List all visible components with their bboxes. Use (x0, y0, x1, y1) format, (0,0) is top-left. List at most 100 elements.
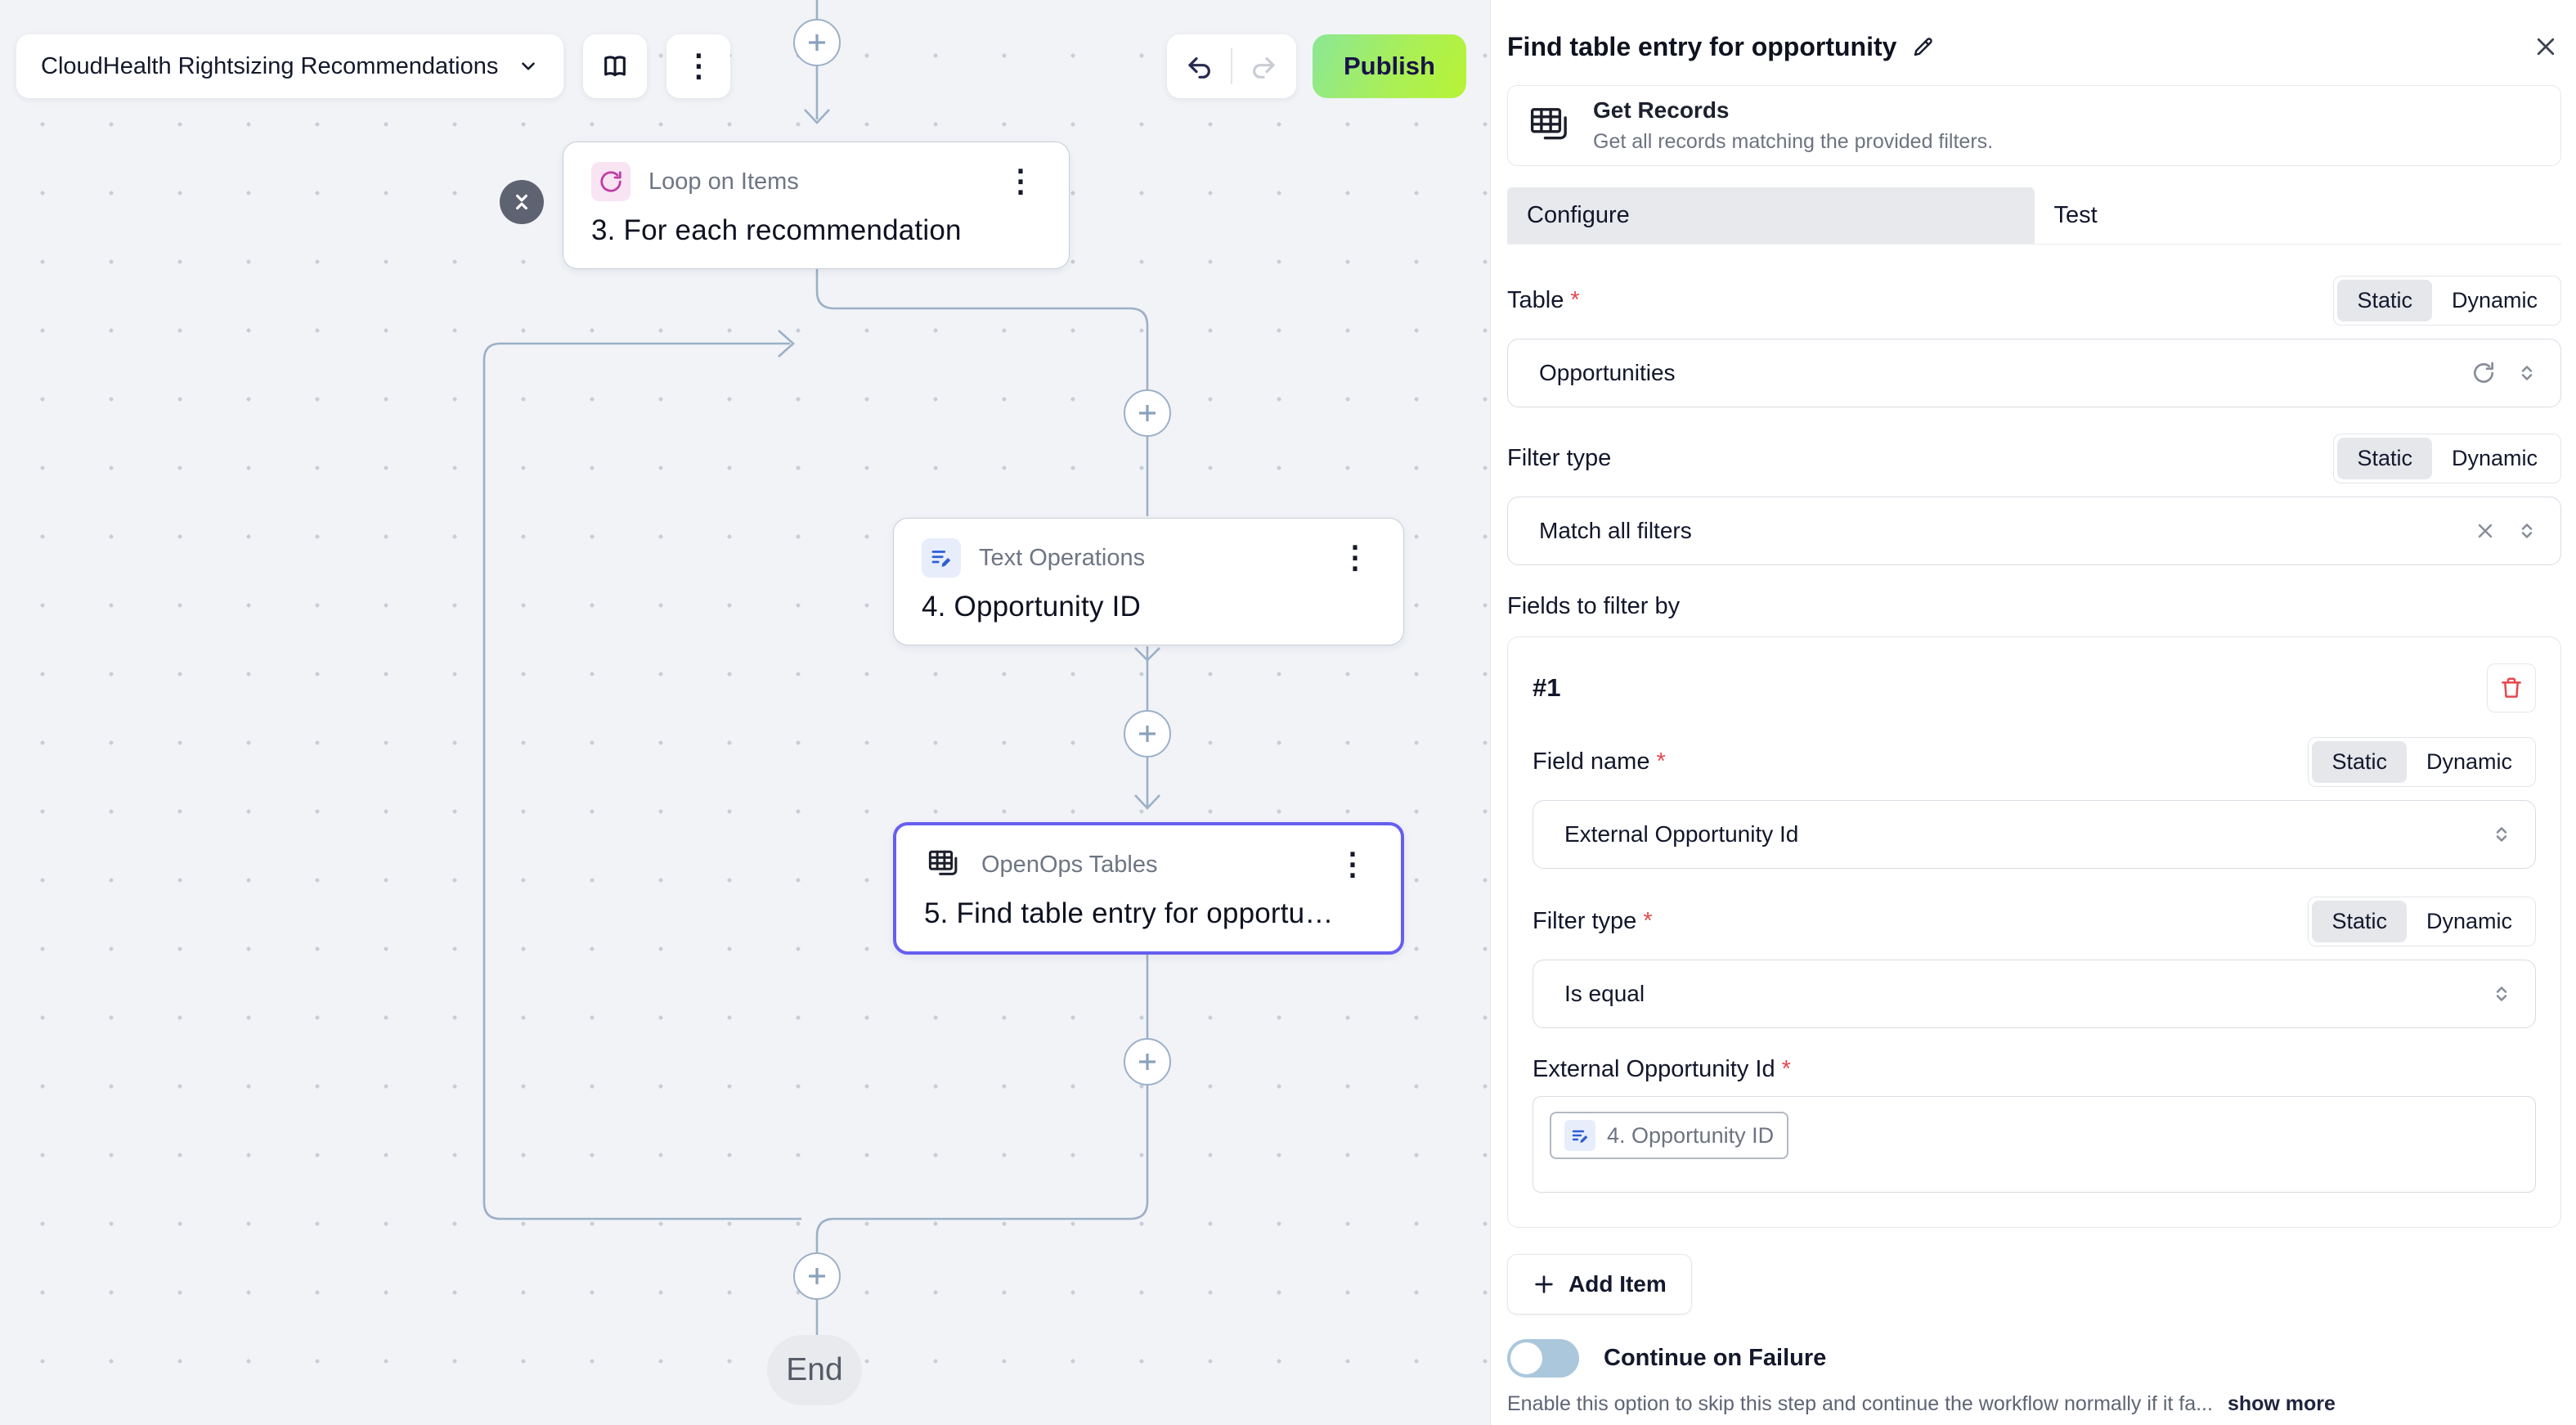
field-name-select[interactable]: External Opportunity Id (1533, 800, 2536, 869)
close-icon (2537, 38, 2555, 56)
continue-on-failure-description: Enable this option to skip this step and… (1507, 1392, 2336, 1415)
loop-icon (591, 162, 631, 201)
collapse-loop-button[interactable] (500, 180, 544, 224)
rename-step-button[interactable] (1911, 34, 1936, 59)
redo-button[interactable] (1232, 34, 1295, 98)
add-step-button[interactable] (1124, 1038, 1171, 1086)
node-openops-tables[interactable]: OpenOps Tables ⋮ 5. Find table entry for… (893, 822, 1404, 955)
pencil-icon (1914, 38, 1933, 56)
node-menu-button[interactable]: ⋮ (1340, 541, 1371, 575)
publish-button[interactable]: Publish (1313, 34, 1466, 98)
action-name: Get Records (1593, 97, 1730, 123)
plus-icon (1535, 1275, 1553, 1293)
node-text-operations[interactable]: Text Operations ⋮ 4. Opportunity ID (893, 518, 1404, 645)
node-menu-button[interactable]: ⋮ (1337, 847, 1368, 882)
node-app-label: Text Operations (979, 544, 1146, 571)
undo-redo-group (1167, 34, 1296, 98)
continue-on-failure-label: Continue on Failure (1604, 1345, 1827, 1371)
filter-type-value: Match all filters (1539, 518, 1692, 543)
add-step-button[interactable] (793, 19, 841, 66)
show-more-link[interactable]: show more (2227, 1392, 2336, 1415)
node-app-label: Loop on Items (648, 168, 799, 195)
field-name-label: Field name* (1533, 748, 1666, 775)
delete-filter-button[interactable] (2487, 663, 2536, 712)
item-filter-type-value: Is equal (1564, 981, 1645, 1006)
close-panel-button[interactable] (2530, 31, 2561, 62)
tab-test[interactable]: Test (2053, 202, 2098, 228)
node-app-label: OpenOps Tables (981, 851, 1158, 878)
dynamic-option[interactable]: Dynamic (2432, 438, 2557, 479)
table-select[interactable]: Opportunities (1507, 339, 2561, 407)
item-filter-type-label: Filter type* (1533, 908, 1653, 934)
canvas-toolbar-left: CloudHealth Rightsizing Recommendations … (16, 34, 731, 98)
static-option[interactable]: Static (2312, 741, 2407, 783)
node-title: 4. Opportunity ID (922, 591, 1141, 623)
dynamic-option[interactable]: Dynamic (2432, 280, 2557, 321)
tab-configure[interactable]: Configure (1507, 187, 2035, 244)
step-settings-panel: Find table entry for opportunity (1490, 0, 2576, 1425)
static-option[interactable]: Static (2312, 901, 2407, 942)
item-filter-type-select[interactable]: Is equal (1533, 960, 2536, 1028)
chevrons-up-down-icon (2515, 361, 2539, 385)
value-field-label: External Opportunity Id* (1533, 1056, 1791, 1082)
undo-icon (1188, 57, 1210, 79)
add-step-button[interactable] (1124, 389, 1171, 437)
undo-button[interactable] (1169, 34, 1231, 98)
add-step-button[interactable] (793, 1252, 841, 1300)
docs-button[interactable] (583, 34, 648, 98)
chevrons-up-down-icon (2489, 822, 2514, 847)
fields-to-filter-by-label: Fields to filter by (1507, 593, 1681, 619)
canvas-toolbar-right: Publish (1167, 34, 1466, 98)
add-item-button[interactable]: Add Item (1507, 1254, 1692, 1315)
panel-tabs: Configure Test (1507, 187, 2561, 245)
node-title: 3. For each recommendation (591, 214, 962, 246)
filter-type-row: Filter type Static Dynamic (1507, 434, 2561, 483)
static-option[interactable]: Static (2337, 280, 2432, 321)
item-filter-type-row: Filter type* Static Dynamic (1533, 897, 2536, 946)
collapse-icon (516, 194, 527, 210)
continue-on-failure-toggle[interactable] (1507, 1339, 1579, 1378)
step-title: Find table entry for opportunity (1507, 31, 1897, 61)
table-label: Table* (1507, 287, 1580, 313)
field-name-mode-toggle: Static Dynamic (2308, 737, 2536, 787)
table-mode-toggle: Static Dynamic (2333, 276, 2561, 326)
redo-icon (1253, 57, 1275, 79)
dynamic-option[interactable]: Dynamic (2407, 901, 2532, 942)
workflow-selector[interactable]: CloudHealth Rightsizing Recommendations (16, 34, 564, 98)
book-icon (601, 52, 629, 80)
tables-icon (924, 845, 963, 884)
field-name-row: Field name* Static Dynamic (1533, 737, 2536, 787)
field-name-value: External Opportunity Id (1564, 821, 1799, 847)
filter-type-select[interactable]: Match all filters (1507, 497, 2561, 565)
canvas-menu-button[interactable]: ⋮ (666, 34, 731, 98)
token-text: 4. Opportunity ID (1607, 1122, 1775, 1148)
trash-icon (2502, 677, 2521, 698)
node-loop-on-items[interactable]: Loop on Items ⋮ 3. For each recommendati… (500, 142, 1070, 269)
filter-item-card: #1 Field name* Static Dynamic External O… (1507, 636, 2561, 1228)
flow-canvas[interactable]: Loop on Items ⋮ 3. For each recommendati… (0, 0, 1490, 1425)
node-menu-button[interactable]: ⋮ (1005, 164, 1036, 199)
action-summary-card: Get Records Get all records matching the… (1507, 85, 2561, 166)
item-filter-type-mode-toggle: Static Dynamic (2308, 897, 2536, 946)
add-step-button[interactable] (1124, 710, 1171, 757)
kebab-icon: ⋮ (683, 49, 715, 83)
refresh-icon[interactable] (2471, 360, 2497, 386)
table-field-row: Table* Static Dynamic (1507, 276, 2561, 326)
continue-on-failure-row: Continue on Failure (1507, 1339, 2561, 1378)
value-input[interactable]: 4. Opportunity ID (1533, 1096, 2536, 1193)
chevrons-up-down-icon (2515, 519, 2539, 543)
chevrons-up-down-icon (2489, 982, 2514, 1006)
panel-header: Find table entry for opportunity (1507, 31, 2561, 62)
static-option[interactable]: Static (2337, 438, 2432, 479)
clear-icon[interactable] (2474, 519, 2497, 542)
filter-type-mode-toggle: Static Dynamic (2333, 434, 2561, 483)
action-description: Get all records matching the provided fi… (1593, 130, 1994, 153)
workflow-name: CloudHealth Rightsizing Recommendations (41, 52, 499, 79)
chevron-down-icon (518, 56, 539, 77)
required-asterisk: * (1570, 287, 1580, 313)
dynamic-option[interactable]: Dynamic (2407, 741, 2532, 783)
step-token-chip[interactable]: 4. Opportunity ID (1550, 1112, 1789, 1159)
filter-item-index: #1 (1533, 673, 1561, 702)
tables-icon (1528, 104, 1572, 148)
